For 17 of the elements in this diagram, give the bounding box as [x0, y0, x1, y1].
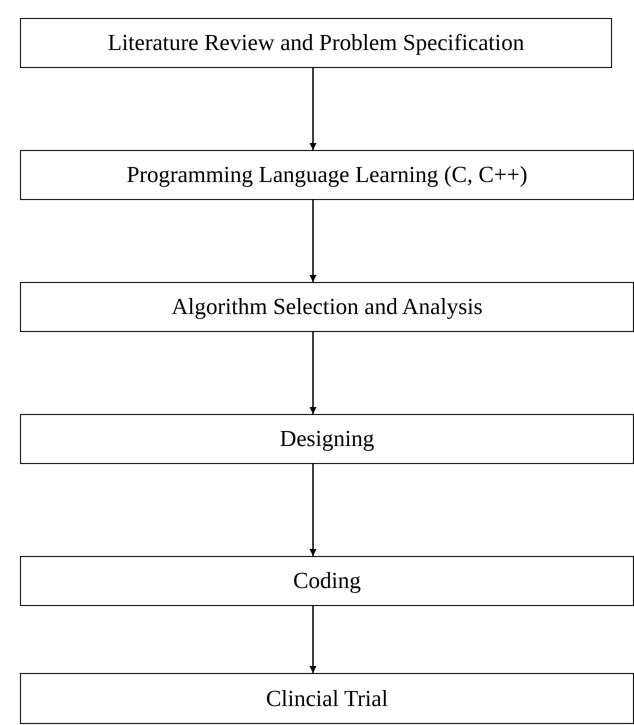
step-label: Literature Review and Problem Specification — [108, 30, 524, 56]
process-box — [20, 18, 612, 68]
step-label: Programming Language Learning (C, C++) — [126, 162, 528, 188]
process-box — [20, 556, 634, 606]
step-label: Algorithm Selection and Analysis — [171, 294, 483, 320]
step-label: Coding — [293, 568, 361, 594]
arrow — [310, 332, 316, 414]
step-label: Designing — [280, 426, 374, 452]
process-box — [20, 673, 634, 724]
step-label: Clincial Trial — [266, 686, 388, 712]
process-box — [20, 414, 634, 464]
arrow — [310, 464, 316, 556]
process-box — [20, 150, 634, 200]
process-box — [20, 282, 634, 332]
arrow — [310, 606, 316, 673]
arrow — [310, 200, 316, 282]
arrow — [310, 68, 316, 150]
